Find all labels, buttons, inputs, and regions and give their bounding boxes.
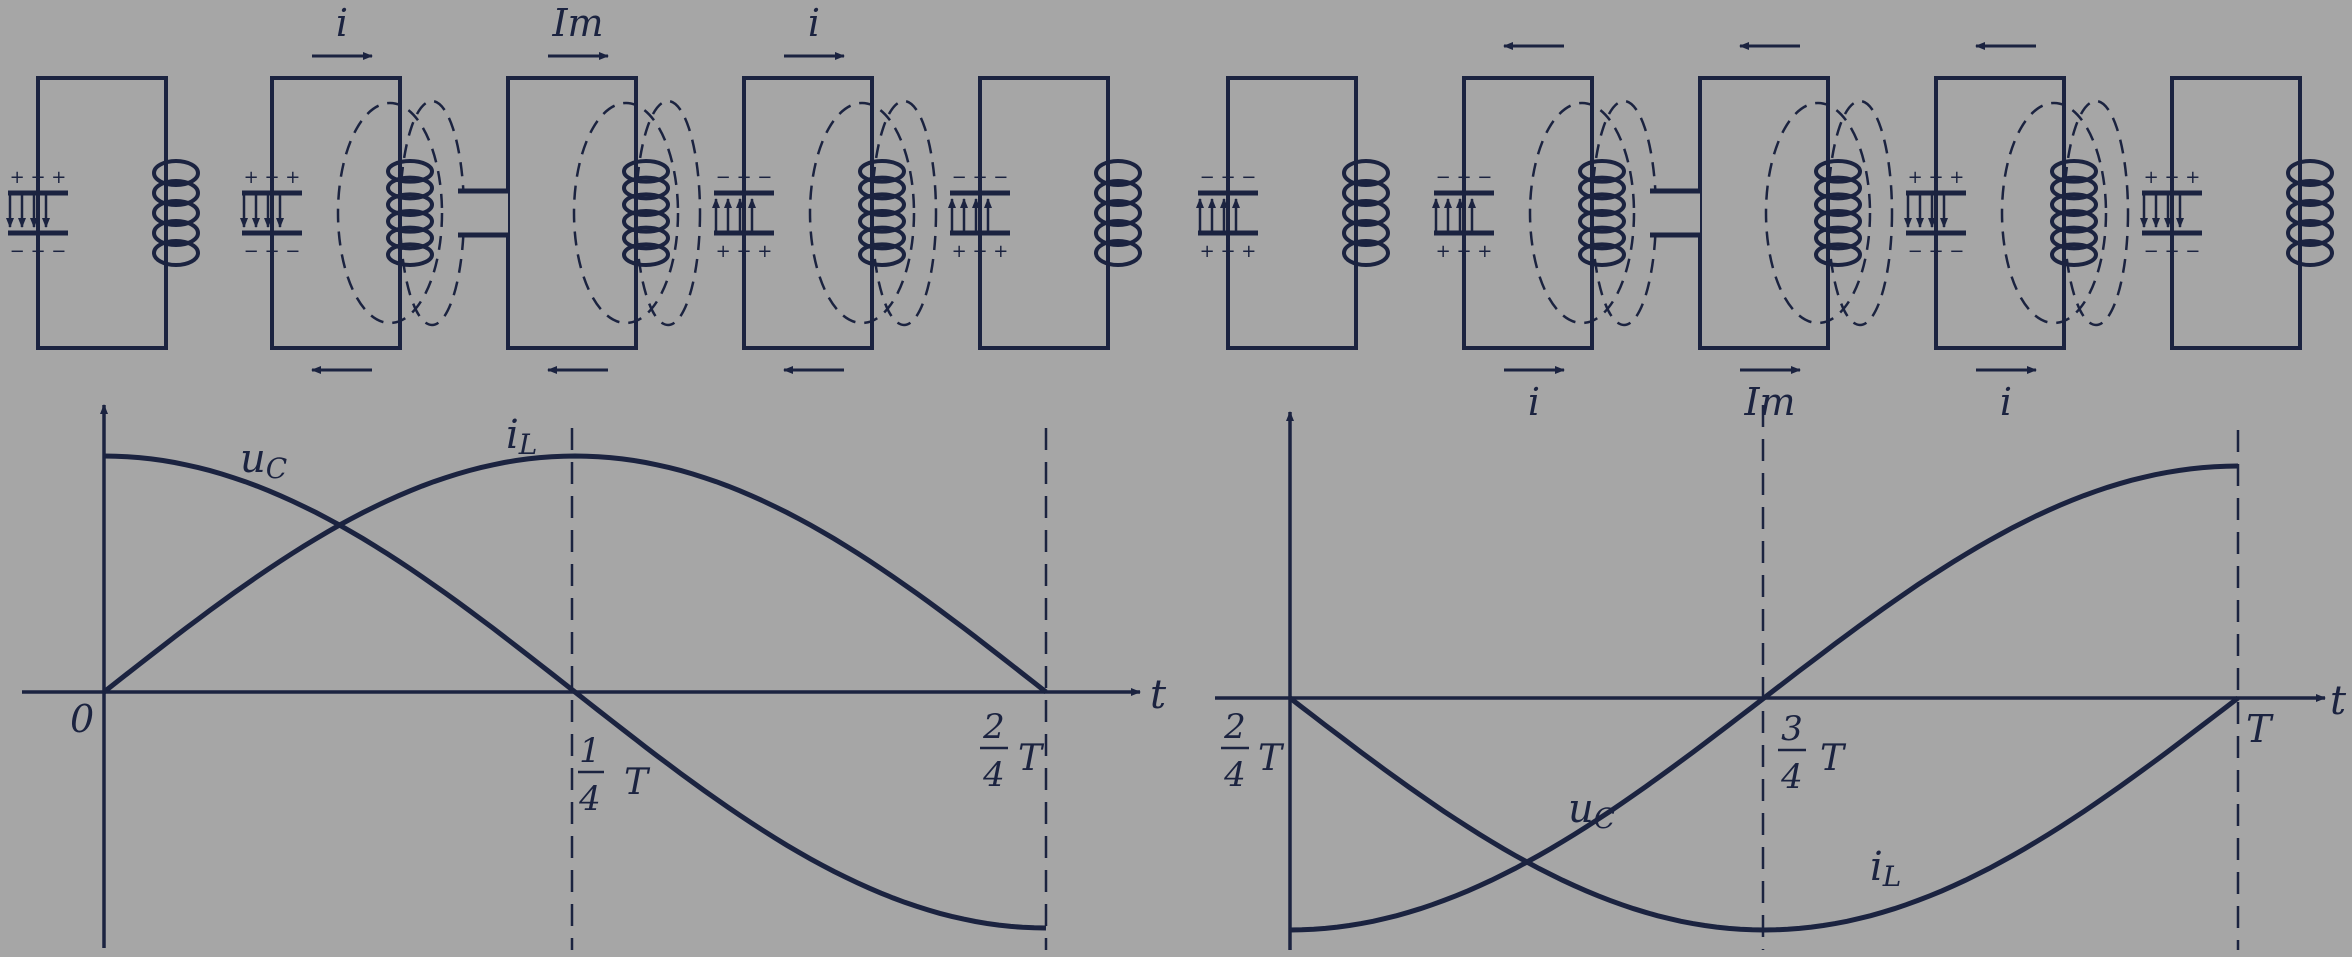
- circuit-c8: Im: [1650, 42, 1894, 424]
- svg-text:T: T: [1018, 738, 1045, 779]
- right-il-curve: [1288, 696, 2240, 933]
- svg-text:2: 2: [982, 707, 1005, 747]
- left-uc-label: uC: [240, 436, 287, 485]
- circuit-c4: − − − + + + i: [712, 1, 938, 374]
- left-tick-quarter-label: 1 4 T: [578, 731, 651, 819]
- svg-text:− − −: − − −: [10, 241, 67, 262]
- svg-text:− − −: − − −: [716, 167, 773, 188]
- svg-text:4: 4: [1223, 755, 1246, 795]
- svg-text:Im: Im: [1743, 380, 1795, 424]
- right-t-label: t: [2330, 678, 2347, 724]
- left-tick-half-label: 2 4 T: [980, 707, 1045, 795]
- left-il-label: iL: [506, 412, 537, 461]
- right-il-label: iL: [1870, 844, 1901, 893]
- graph-left: t 0 1 4 T 2 4 T uC iL: [22, 404, 1167, 950]
- svg-text:+ + +: + + +: [1436, 241, 1493, 262]
- svg-text:− − −: − − −: [1200, 167, 1257, 188]
- svg-text:T: T: [1820, 738, 1847, 779]
- svg-text:1: 1: [579, 731, 601, 771]
- svg-text:− − −: − − −: [2144, 241, 2201, 262]
- left-uc-curve: [103, 453, 1047, 931]
- svg-text:i: i: [336, 1, 348, 45]
- left-il-curve: [102, 453, 1048, 694]
- svg-text:2: 2: [1223, 707, 1246, 747]
- svg-text:i: i: [808, 1, 820, 45]
- left-t-label: t: [1150, 672, 1167, 718]
- svg-text:T: T: [1258, 738, 1285, 779]
- svg-text:− − −: − − −: [952, 167, 1009, 188]
- svg-text:T: T: [624, 762, 651, 803]
- circuit-c2: + + + − − − i: [240, 1, 466, 374]
- svg-text:− − −: − − −: [1908, 241, 1965, 262]
- svg-text:+ + +: + + +: [1200, 241, 1257, 262]
- circuit-c10: + + + − − −: [2140, 76, 2334, 350]
- svg-text:+ + +: + + +: [952, 241, 1009, 262]
- svg-text:4: 4: [1780, 757, 1803, 797]
- right-uc-label: uC: [1568, 786, 1615, 835]
- svg-text:3: 3: [1781, 709, 1803, 749]
- svg-text:4: 4: [982, 755, 1005, 795]
- svg-text:4: 4: [578, 779, 601, 819]
- circuit-c5: − − − + + +: [948, 76, 1142, 350]
- svg-text:+ + +: + + +: [716, 241, 773, 262]
- svg-text:− − −: − − −: [1436, 167, 1493, 188]
- circuit-c6: − − − + + +: [1196, 76, 1390, 350]
- left-origin-label: 0: [70, 697, 94, 741]
- svg-text:Im: Im: [551, 1, 603, 45]
- circuit-c1: + + + − − −: [6, 76, 200, 350]
- circuit-c9: + + + − − − i: [1904, 42, 2130, 424]
- graph-right: t 2 4 T 3 4 T T uC iL: [1215, 405, 2347, 950]
- circuit-c3: Im: [458, 1, 702, 374]
- svg-text:+ + +: + + +: [1908, 167, 1965, 188]
- right-uc-curve: [1289, 463, 2239, 933]
- svg-text:i: i: [1528, 380, 1540, 424]
- right-tick-three-quarter-label: 3 4 T: [1778, 709, 1847, 797]
- svg-text:− − −: − − −: [244, 241, 301, 262]
- svg-text:+ + +: + + +: [10, 167, 67, 188]
- right-tick-full-label: T: [2246, 707, 2274, 751]
- svg-text:+ + +: + + +: [244, 167, 301, 188]
- right-tick-half-label: 2 4 T: [1221, 707, 1285, 795]
- svg-text:+ + +: + + +: [2144, 167, 2201, 188]
- svg-text:i: i: [2000, 380, 2012, 424]
- circuit-c7: − − − + + + i: [1432, 42, 1658, 424]
